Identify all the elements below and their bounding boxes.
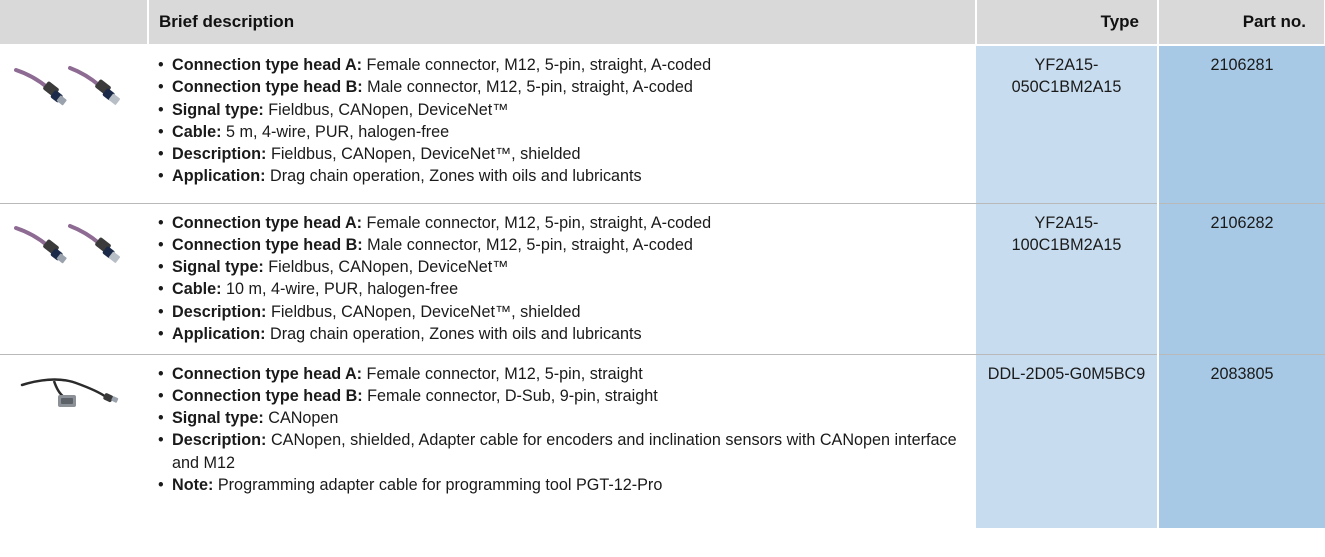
spec-item: •Connection type head B: Male connector,… <box>158 235 693 254</box>
spec-item: •Description: Fieldbus, CANopen, DeviceN… <box>158 145 581 164</box>
header-image <box>0 0 149 45</box>
spec-item: •Connection type head A: Female connecto… <box>158 56 712 74</box>
type-code-line: YF2A15- <box>1034 213 1099 232</box>
description-cell: •Connection type head A: Female connecto… <box>148 202 976 354</box>
part-no-cell: 2083805 <box>1158 353 1325 528</box>
description-cell: •Connection type head A: Female connecto… <box>148 353 976 528</box>
spec-item: •Signal type: Fieldbus, CANopen, DeviceN… <box>158 258 509 277</box>
type-code-line: 050C1BM2A15 <box>1011 78 1122 97</box>
product-image-cell <box>0 202 148 354</box>
spec-item: •Application: Drag chain operation, Zone… <box>158 167 642 186</box>
table-row: •Connection type head A: Female connecto… <box>0 44 1325 203</box>
type-code-line: YF2A15- <box>1034 56 1099 74</box>
m12-cable-pair-icon <box>14 223 120 263</box>
spec-item: •Signal type: Fieldbus, CANopen, DeviceN… <box>158 100 509 119</box>
dsub-adapter-cable-icon <box>20 377 119 407</box>
m12-cable-pair-icon <box>14 66 120 106</box>
spec-item: •Description: CANopen, shielded, Adapter… <box>158 431 957 472</box>
header-description: Brief description <box>148 0 977 45</box>
product-image-cell <box>0 353 148 528</box>
type-cell: YF2A15- 050C1BM2A15 <box>976 44 1159 203</box>
header-type: Type <box>976 0 1159 45</box>
spec-item: •Connection type head B: Female connecto… <box>158 386 658 405</box>
type-cell: YF2A15- 100C1BM2A15 <box>976 202 1159 354</box>
type-code-line: DDL-2D05-G0M5BC9 <box>987 364 1146 383</box>
spec-item: •Connection type head A: Female connecto… <box>158 213 712 232</box>
table-row: •Connection type head A: Female connecto… <box>0 353 1325 528</box>
spec-item: •Cable: 10 m, 4-wire, PUR, halogen-free <box>158 280 459 299</box>
type-code-line: 100C1BM2A15 <box>1011 235 1122 254</box>
description-cell: •Connection type head A: Female connecto… <box>148 44 976 203</box>
header-part-no: Part no. <box>1158 0 1325 45</box>
part-no-cell: 2106282 <box>1158 202 1325 354</box>
type-cell: DDL-2D05-G0M5BC9 <box>976 353 1159 528</box>
spec-item: •Signal type: CANopen <box>158 409 339 428</box>
spec-list: •Connection type head A: Female connecto… <box>158 212 966 346</box>
spec-list: •Connection type head A: Female connecto… <box>158 54 966 188</box>
spec-list: •Connection type head A: Female connecto… <box>158 363 966 497</box>
spec-item: •Description: Fieldbus, CANopen, DeviceN… <box>158 302 581 321</box>
header-row: Brief description Type Part no. <box>0 0 1325 45</box>
table-row: •Connection type head A: Female connecto… <box>0 202 1325 354</box>
spec-item: •Note: Programming adapter cable for pro… <box>158 475 663 494</box>
product-table: Brief description Type Part no. <box>0 0 1325 528</box>
spec-item: •Connection type head A: Female connecto… <box>158 364 643 383</box>
product-image-cell <box>0 44 148 203</box>
spec-item: •Application: Drag chain operation, Zone… <box>158 324 642 343</box>
spec-item: •Cable: 5 m, 4-wire, PUR, halogen-free <box>158 122 450 141</box>
accessories-table: Brief description Type Part no. <box>0 0 1325 528</box>
spec-item: •Connection type head B: Male connector,… <box>158 78 693 97</box>
part-no-cell: 2106281 <box>1158 44 1325 203</box>
